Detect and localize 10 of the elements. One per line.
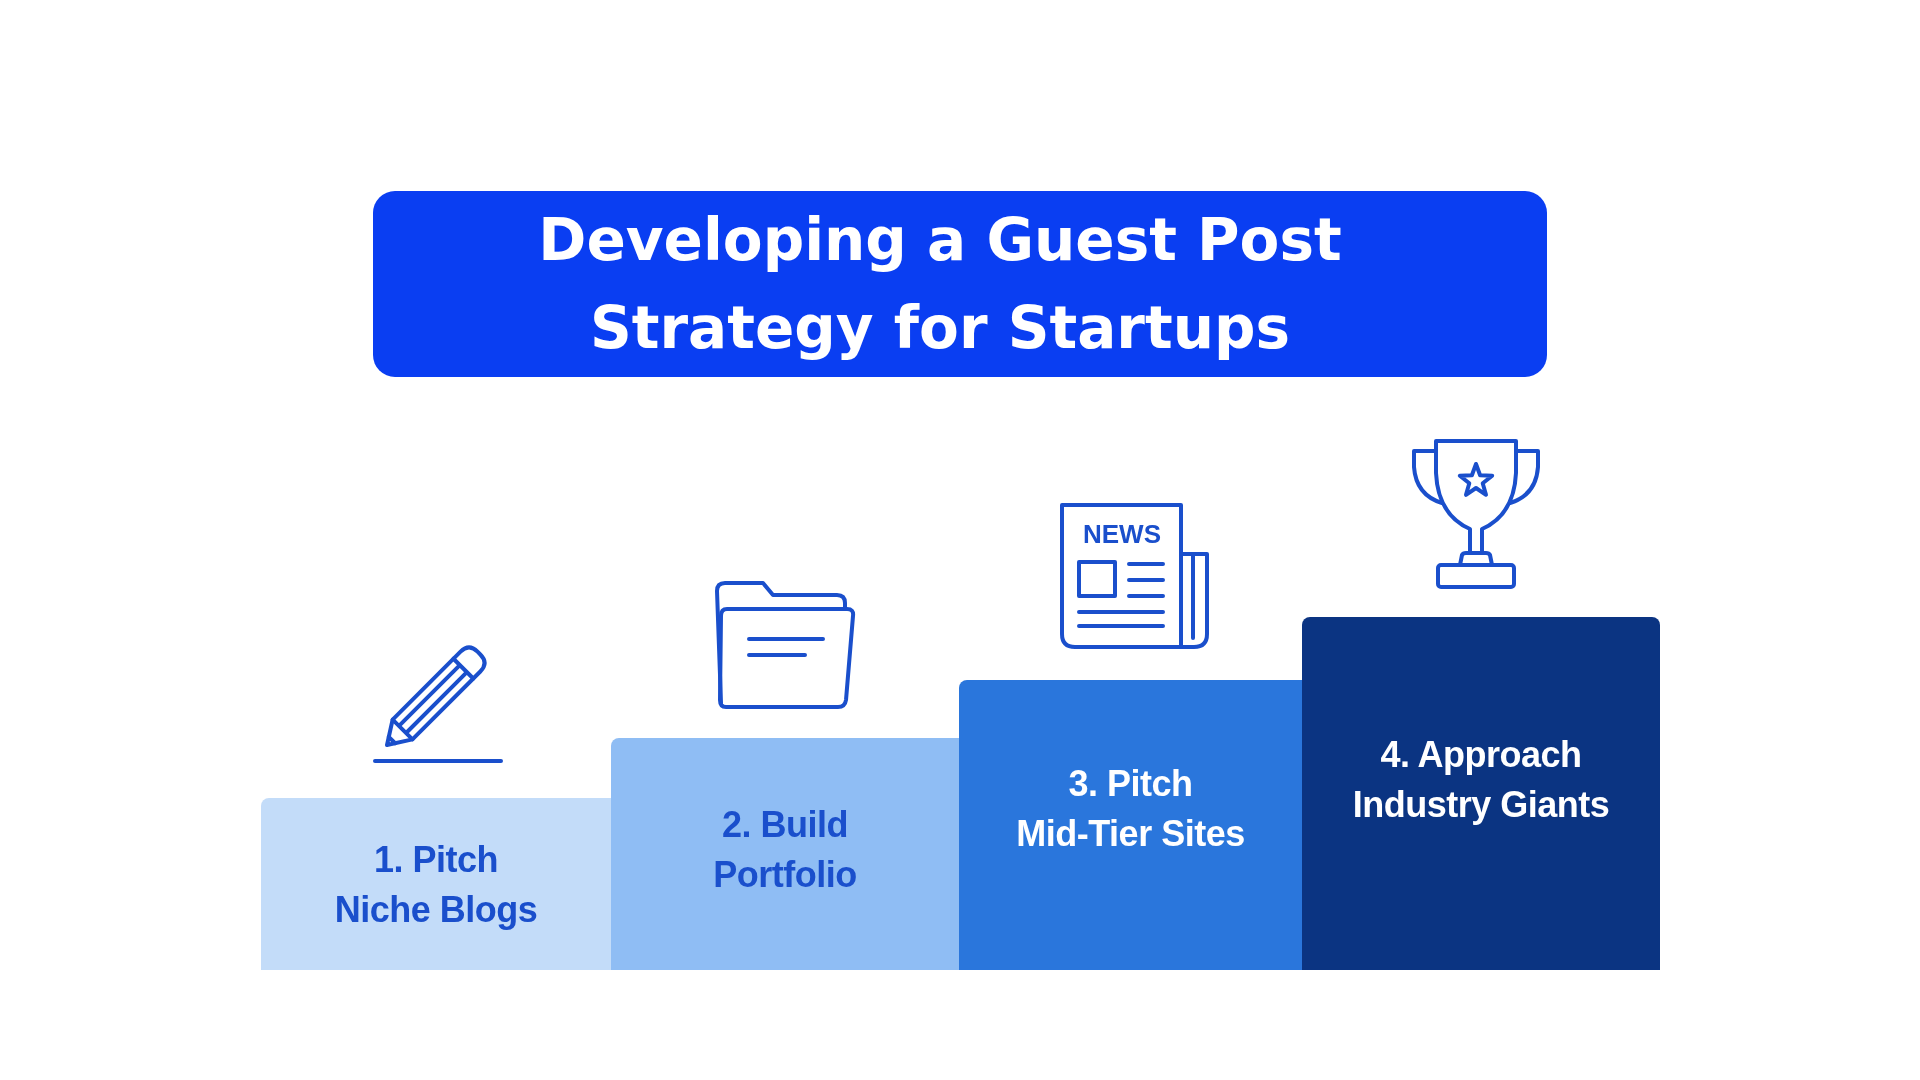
step-label: 2. Build Portfolio [712, 803, 858, 897]
step-block [611, 738, 959, 970]
step-label: 4. Approach Industry Giants [1351, 733, 1611, 827]
step-label: 1. Pitch Niche Blogs [333, 838, 539, 932]
diagram-title: Developing a Guest Post Strategy for Startups [537, 205, 1343, 364]
step-block [1302, 617, 1660, 970]
step-block [959, 680, 1302, 970]
masthead-text: NEWS [1083, 520, 1161, 548]
step-block [261, 798, 611, 970]
step-label: 3. Pitch Mid-Tier Sites [1015, 762, 1246, 856]
